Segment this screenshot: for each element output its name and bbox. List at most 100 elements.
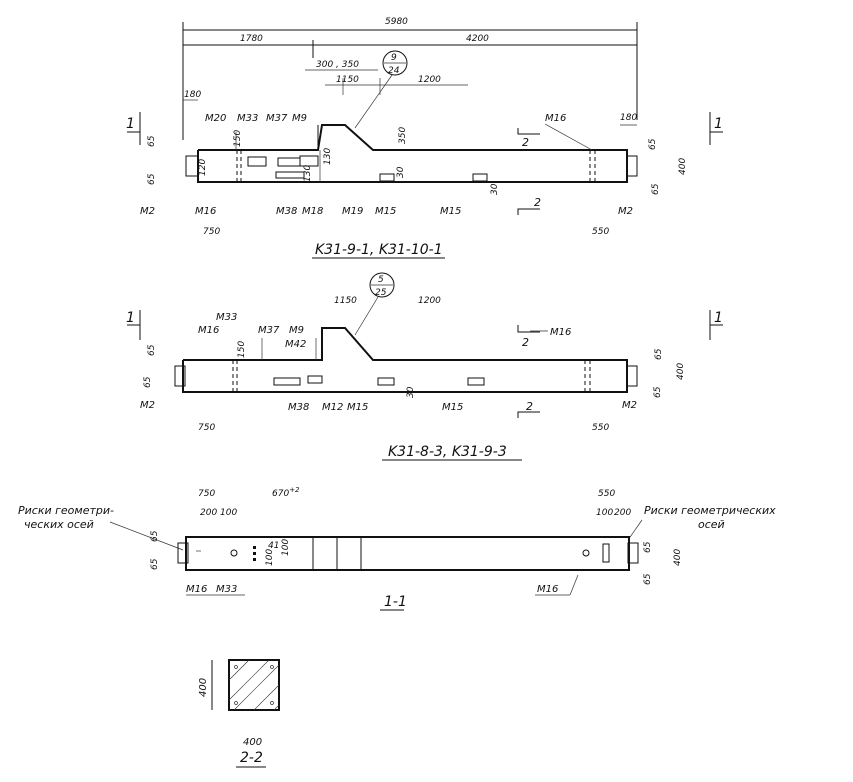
title-section-1-1: 1-1 bbox=[384, 594, 407, 610]
dim-11-41: 41 bbox=[268, 541, 279, 551]
axes-note-left-2: ческих осей bbox=[24, 518, 94, 531]
dim-22-400-h: 400 bbox=[243, 737, 262, 748]
dim-11-100-right: 100 bbox=[596, 508, 613, 518]
dim-total-length: 5980 bbox=[385, 17, 408, 27]
dim-mid-30: 30 bbox=[406, 386, 416, 398]
middle-beam-view: 5 25 1150 1200 1 1 2 2 M33 M16 M37 M9 M bbox=[126, 272, 723, 461]
mark-mid-m38: M38 bbox=[288, 402, 309, 413]
dim-30: 30 bbox=[396, 166, 406, 178]
dim-130: 130 bbox=[323, 148, 333, 165]
dim-120: 120 bbox=[198, 159, 208, 176]
dim-180-left: 180 bbox=[184, 90, 201, 100]
dim-1200: 1200 bbox=[418, 75, 441, 85]
section-mark-right: 1 bbox=[714, 116, 723, 132]
mark-11-m16-right: M16 bbox=[537, 584, 558, 595]
mark-11-m16-left: M16 bbox=[186, 584, 207, 595]
dim-11-550: 550 bbox=[598, 489, 615, 499]
dim-550: 550 bbox=[592, 227, 609, 237]
axes-note-right-2: осей bbox=[698, 518, 725, 531]
node-number-mid: 5 bbox=[378, 275, 384, 285]
mark-m18: M18 bbox=[302, 206, 323, 217]
mark-m9: M9 bbox=[292, 113, 307, 124]
dim-300-350: 300 , 350 bbox=[316, 60, 359, 70]
mark-mid-m9: M9 bbox=[289, 325, 304, 336]
mark-mid-m33: M33 bbox=[216, 312, 237, 323]
mark-mid-m2-right: M2 bbox=[622, 400, 637, 411]
mark-m38: M38 bbox=[276, 206, 297, 217]
dim-130-b: 130 bbox=[303, 165, 313, 182]
node-sheet: 24 bbox=[388, 66, 400, 76]
cut-mark-upper: 2 bbox=[522, 136, 529, 149]
dim-11-200-right: 200 bbox=[614, 508, 631, 518]
cut-mark-mid-lower: 2 bbox=[526, 400, 533, 413]
mark-11-m33: M33 bbox=[216, 584, 237, 595]
dim-350: 350 bbox=[398, 127, 408, 144]
mark-mid-m16-right: M16 bbox=[550, 327, 571, 338]
dim-65-top-left: 65 bbox=[147, 135, 157, 147]
mark-m37: M37 bbox=[266, 113, 288, 124]
dim-11-100: 100 bbox=[220, 508, 237, 518]
dim-mid-65-a: 65 bbox=[147, 344, 157, 356]
dim-1200-mid: 1200 bbox=[418, 296, 441, 306]
dim-180-right: 180 bbox=[620, 113, 637, 123]
dim-11-670: 670+2 bbox=[272, 486, 300, 499]
dim-750: 750 bbox=[203, 227, 220, 237]
cut-mark-lower: 2 bbox=[534, 196, 541, 209]
dim-400-height: 400 bbox=[678, 158, 688, 175]
dim-11-65-a: 65 bbox=[150, 530, 160, 542]
mark-m15-a: M15 bbox=[375, 206, 396, 217]
mark-m19: M19 bbox=[342, 206, 363, 217]
mark-mid-m37: M37 bbox=[258, 325, 280, 336]
title-section-2-2: 2-2 bbox=[240, 750, 263, 766]
section-mark-mid-right: 1 bbox=[714, 310, 723, 326]
mark-m16-left: M16 bbox=[195, 206, 216, 217]
mark-mid-m15-a: M15 bbox=[347, 402, 368, 413]
mark-m20: M20 bbox=[205, 113, 226, 124]
mark-mid-m16-left: M16 bbox=[198, 325, 219, 336]
dim-mid-150: 150 bbox=[237, 341, 247, 358]
dim-11-100-v: 100 bbox=[281, 539, 291, 556]
section-2-2-view: 400 400 2-2 bbox=[198, 659, 280, 768]
dim-65-top-right: 65 bbox=[648, 138, 658, 150]
title-top-beam: K31-9-1, K31-10-1 bbox=[315, 242, 443, 258]
dim-mid-400: 400 bbox=[676, 363, 686, 380]
dim-1150-mid: 1150 bbox=[334, 296, 357, 306]
mark-m33: M33 bbox=[237, 113, 258, 124]
dim-11-200: 200 bbox=[200, 508, 217, 518]
node-sheet-mid: 25 bbox=[375, 288, 387, 298]
dim-mid-65-d: 65 bbox=[653, 386, 663, 398]
dim-1150: 1150 bbox=[336, 75, 359, 85]
dim-mid-65-b: 65 bbox=[143, 376, 153, 388]
section-mark-mid-left: 1 bbox=[126, 310, 135, 326]
mark-m16-right: M16 bbox=[545, 113, 566, 124]
dim-right-segment: 4200 bbox=[466, 34, 489, 44]
section-1-1-view: 750 670+2 550 200 100 100 200 Риски геом… bbox=[18, 486, 776, 611]
dim-11-750: 750 bbox=[198, 489, 215, 499]
dim-65-bottom-right: 65 bbox=[651, 183, 661, 195]
dim-mid-550: 550 bbox=[592, 423, 609, 433]
mark-m2-left: M2 bbox=[140, 206, 155, 217]
dim-11-65-d: 65 bbox=[643, 573, 653, 585]
mark-mid-m15-b: M15 bbox=[442, 402, 463, 413]
axes-note-left-1: Риски геометри- bbox=[18, 504, 114, 517]
dim-150: 150 bbox=[233, 130, 243, 147]
section-mark-left: 1 bbox=[126, 116, 135, 132]
dim-30-b: 30 bbox=[490, 183, 500, 195]
dim-11-65-c: 65 bbox=[643, 541, 653, 553]
dim-11-400: 400 bbox=[673, 549, 683, 566]
mark-mid-m42: M42 bbox=[285, 339, 306, 350]
dim-11-65-b: 65 bbox=[150, 558, 160, 570]
node-number: 9 bbox=[391, 53, 397, 63]
top-beam-view: 5980 1780 4200 300 , 350 1150 1200 9 24 … bbox=[126, 17, 723, 259]
mark-m15-b: M15 bbox=[440, 206, 461, 217]
axes-note-right-1: Риски геометрических bbox=[644, 504, 776, 517]
cut-mark-mid-upper: 2 bbox=[522, 336, 529, 349]
mark-mid-m2-left: M2 bbox=[140, 400, 155, 411]
title-middle-beam: K31-8-3, K31-9-3 bbox=[388, 444, 507, 460]
mark-m2-right: M2 bbox=[618, 206, 633, 217]
dim-65-bottom-left: 65 bbox=[147, 173, 157, 185]
dim-22-400-v: 400 bbox=[198, 678, 209, 697]
dim-left-segment: 1780 bbox=[240, 34, 263, 44]
dim-mid-750: 750 bbox=[198, 423, 215, 433]
